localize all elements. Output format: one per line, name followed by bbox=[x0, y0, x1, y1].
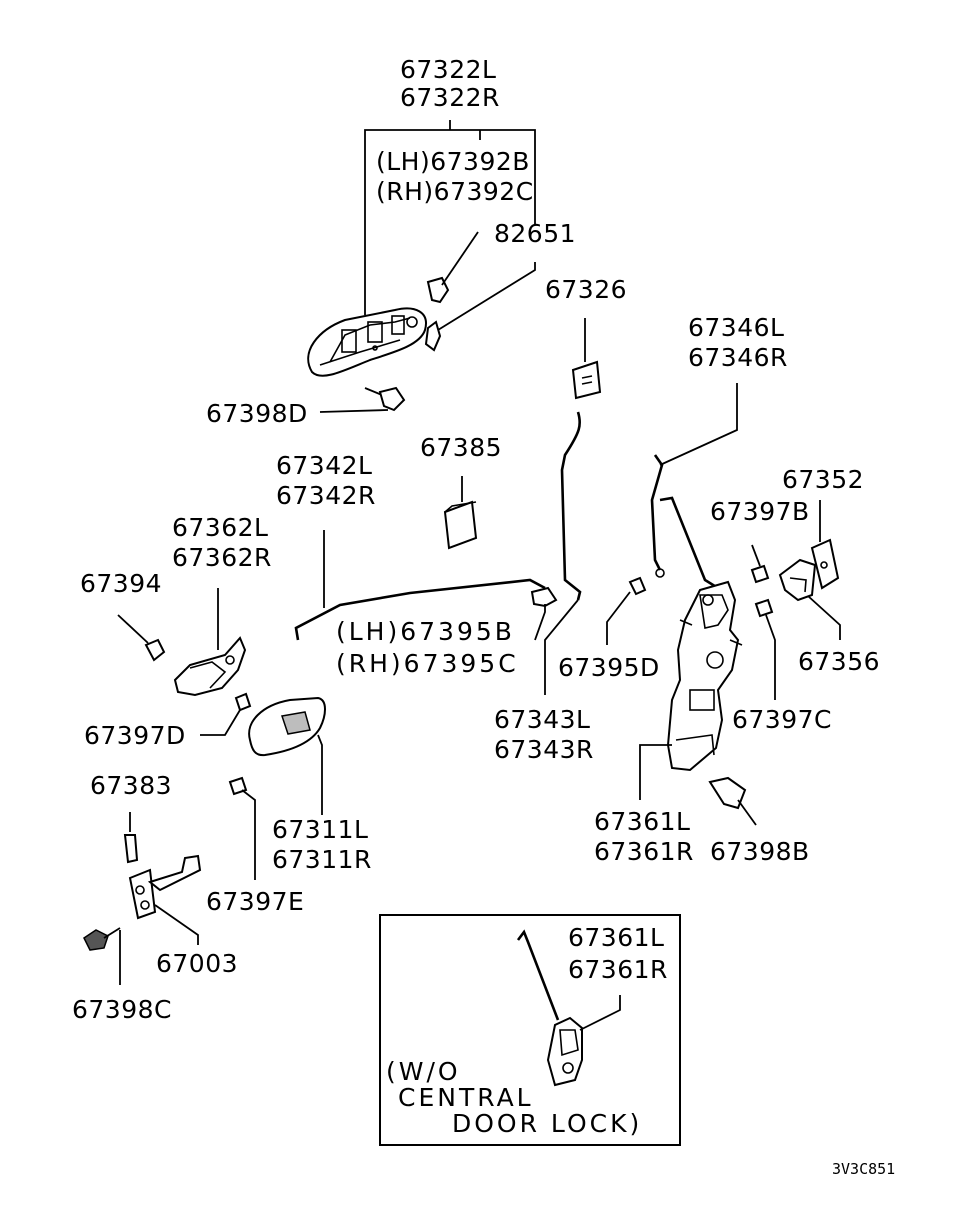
label-67392C: (RH)67392C bbox=[376, 177, 534, 206]
label-67361R: 67361R bbox=[594, 837, 694, 866]
label-67392B: (LH)67392B bbox=[376, 147, 530, 176]
label-67311R: 67311R bbox=[272, 845, 372, 874]
label-67361L: 67361L bbox=[594, 807, 691, 836]
door-check-67003 bbox=[128, 854, 202, 945]
label-67346R: 67346R bbox=[688, 343, 788, 372]
striker-plate-67352 bbox=[810, 500, 840, 590]
bolt-67398D-part bbox=[319, 386, 406, 413]
label-67362L: 67362L bbox=[172, 513, 269, 542]
label-67395C: (RH)67395C bbox=[336, 649, 519, 678]
key-cylinder-67385 bbox=[443, 476, 478, 550]
label-67362R: 67362R bbox=[172, 543, 272, 572]
label-67342L: 67342L bbox=[276, 451, 373, 480]
clip-82651-part bbox=[426, 231, 479, 304]
handle-cover-67311 bbox=[248, 696, 326, 815]
inset-note-line2: CENTRAL bbox=[398, 1083, 534, 1112]
label-67395D: 67395D bbox=[558, 653, 660, 682]
clip-67394 bbox=[117, 614, 166, 662]
spring-clip-part bbox=[424, 262, 536, 352]
rod-cap-67326 bbox=[571, 318, 602, 400]
outside-handle bbox=[307, 307, 427, 377]
label-67394: 67394 bbox=[80, 569, 163, 598]
inset-box bbox=[379, 914, 681, 1146]
label-67397E: 67397E bbox=[206, 887, 305, 916]
label-67397B: 67397B bbox=[710, 497, 810, 526]
rod-67342 bbox=[294, 530, 558, 641]
label-67346L: 67346L bbox=[688, 313, 785, 342]
label-67398C: 67398C bbox=[72, 995, 172, 1024]
rod-67343 bbox=[544, 411, 582, 695]
inset-note-line1: (W/O bbox=[386, 1057, 461, 1086]
striker-67356 bbox=[778, 558, 841, 640]
label-67326: 67326 bbox=[545, 275, 628, 304]
bolt-67398B bbox=[708, 776, 757, 826]
label-67322R: 67322R bbox=[400, 83, 500, 112]
label-67343L: 67343L bbox=[494, 705, 591, 734]
label-67322L: 67322L bbox=[400, 55, 497, 84]
label-67356: 67356 bbox=[798, 647, 881, 676]
label-82651: 82651 bbox=[494, 219, 577, 248]
screw-67397C bbox=[754, 598, 776, 700]
bolt-67398C bbox=[83, 927, 121, 985]
screw-67395D bbox=[606, 576, 647, 645]
diagram-code: 3V3C851 bbox=[832, 1160, 896, 1178]
label-67398B: 67398B bbox=[710, 837, 810, 866]
inset-note-line3: DOOR LOCK) bbox=[452, 1109, 643, 1138]
screw-67397D bbox=[200, 692, 252, 736]
label-67342R: 67342R bbox=[276, 481, 376, 510]
label-67398D: 67398D bbox=[206, 399, 308, 428]
label-67361L-inset: 67361L bbox=[568, 923, 665, 952]
label-67395B: (LH)67395B bbox=[336, 617, 515, 646]
label-67397D: 67397D bbox=[84, 721, 186, 750]
label-67003: 67003 bbox=[156, 949, 239, 978]
label-67311L: 67311L bbox=[272, 815, 369, 844]
label-67361R-inset: 67361R bbox=[568, 955, 668, 984]
lock-actuator-67361 bbox=[639, 496, 743, 800]
label-67343R: 67343R bbox=[494, 735, 594, 764]
rod-67346 bbox=[650, 383, 738, 578]
screw-67397B bbox=[750, 544, 770, 584]
label-67397C: 67397C bbox=[732, 705, 832, 734]
outside-handle-bracket-lines bbox=[364, 120, 536, 315]
label-67385: 67385 bbox=[420, 433, 503, 462]
label-67352: 67352 bbox=[782, 465, 865, 494]
pin-67383 bbox=[123, 812, 139, 864]
label-67383: 67383 bbox=[90, 771, 173, 800]
inside-handle-67362 bbox=[173, 588, 247, 697]
screw-67397E bbox=[228, 776, 256, 880]
